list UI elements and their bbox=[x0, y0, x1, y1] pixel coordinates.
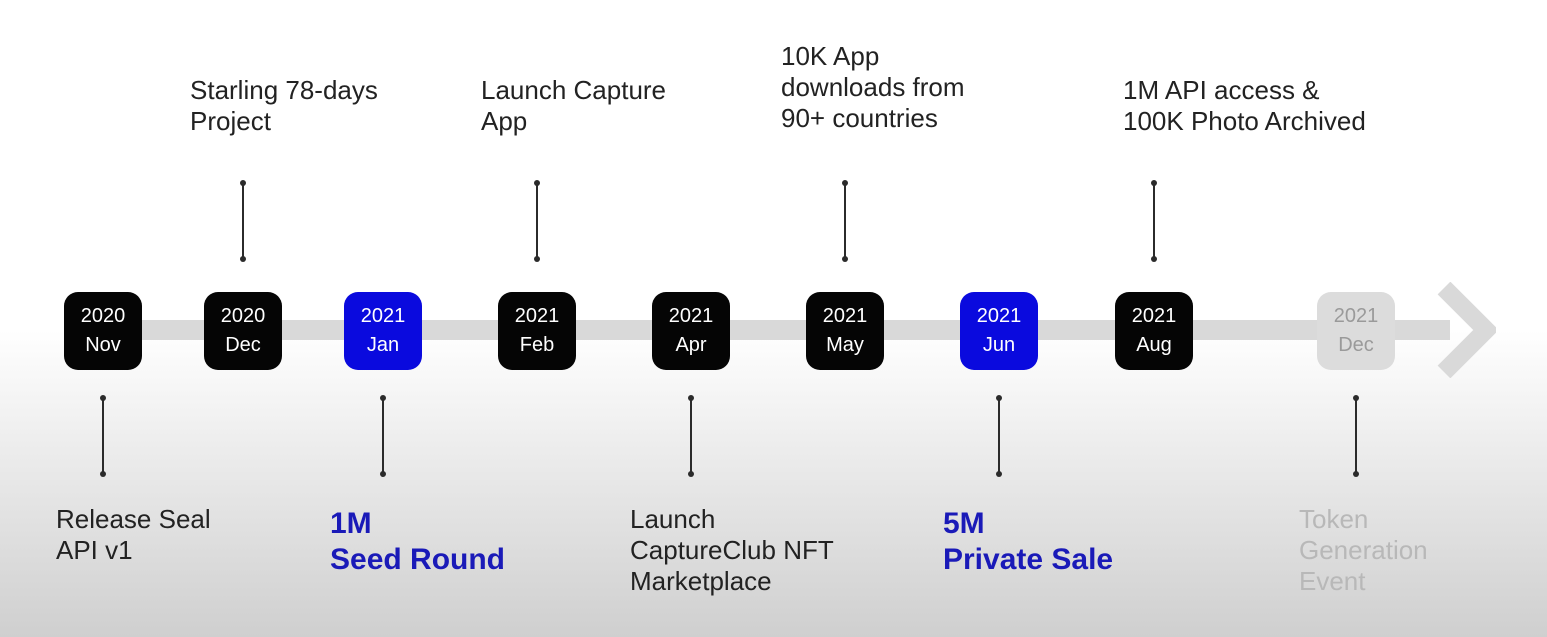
milestone-month: Apr bbox=[675, 334, 707, 356]
milestone-year: 2021 bbox=[976, 305, 1022, 327]
milestone-month: Aug bbox=[1136, 334, 1172, 356]
milestone-connector bbox=[1353, 395, 1359, 477]
timeline-arrow-icon bbox=[1437, 282, 1496, 378]
milestone-label-line: App bbox=[481, 106, 528, 136]
milestone-year: 2021 bbox=[1333, 305, 1379, 327]
milestone-connector bbox=[688, 395, 694, 477]
milestone-label-line: Starling 78-days bbox=[190, 75, 378, 105]
milestone-year: 2020 bbox=[220, 305, 266, 327]
milestone-label-line: Launch Capture bbox=[481, 75, 667, 105]
milestone-label-line: Event bbox=[1299, 566, 1366, 596]
milestone-month: Dec bbox=[1338, 334, 1374, 356]
milestone-label-line: CaptureClub NFT bbox=[630, 535, 834, 565]
milestone-connector bbox=[1151, 180, 1157, 262]
milestone-label-line: API v1 bbox=[56, 535, 133, 565]
milestone-label-line: 100K Photo Archived bbox=[1123, 106, 1366, 136]
milestone-label: 1M API access &100K Photo Archived bbox=[1123, 75, 1366, 137]
milestone-connector bbox=[534, 180, 540, 262]
milestone-label-line: downloads from bbox=[781, 72, 965, 102]
milestone-year: 2021 bbox=[360, 305, 406, 327]
milestone-label-line: Private Sale bbox=[943, 543, 1114, 576]
milestone-label-line: Project bbox=[190, 106, 271, 136]
milestone-year: 2021 bbox=[668, 305, 714, 327]
milestone-connector bbox=[240, 180, 246, 262]
milestone-month: Feb bbox=[519, 334, 555, 356]
milestone-label-line: 1M bbox=[330, 507, 372, 540]
milestone-label-line: Seed Round bbox=[330, 543, 506, 576]
milestone-label-line: 90+ countries bbox=[781, 103, 938, 133]
milestone-label-line: Marketplace bbox=[630, 566, 772, 596]
milestone-label-line: Release Seal bbox=[56, 504, 211, 534]
milestone-month: May bbox=[826, 334, 864, 356]
milestone-connector bbox=[380, 395, 386, 477]
milestone-connector bbox=[100, 395, 106, 477]
milestone-connector bbox=[842, 180, 848, 262]
milestone-month: Dec bbox=[225, 334, 261, 356]
milestone-label-line: Generation bbox=[1299, 535, 1428, 565]
milestone-label-line: Token bbox=[1299, 504, 1369, 534]
milestone-year: 2020 bbox=[80, 305, 126, 327]
milestone-connector bbox=[996, 395, 1002, 477]
milestone-label-line: 10K App bbox=[781, 41, 880, 71]
timeline-track bbox=[100, 320, 1450, 340]
milestone-label-line: Launch bbox=[630, 504, 716, 534]
milestone-label-line: 1M API access & bbox=[1123, 75, 1320, 105]
milestone-label-line: 5M bbox=[943, 507, 985, 540]
milestone-month: Jan bbox=[366, 334, 400, 356]
milestone-year: 2021 bbox=[1131, 305, 1177, 327]
milestone-year: 2021 bbox=[822, 305, 868, 327]
milestone-year: 2021 bbox=[514, 305, 560, 327]
milestone-month: Nov bbox=[85, 334, 121, 356]
milestone-month: Jun bbox=[982, 334, 1016, 356]
